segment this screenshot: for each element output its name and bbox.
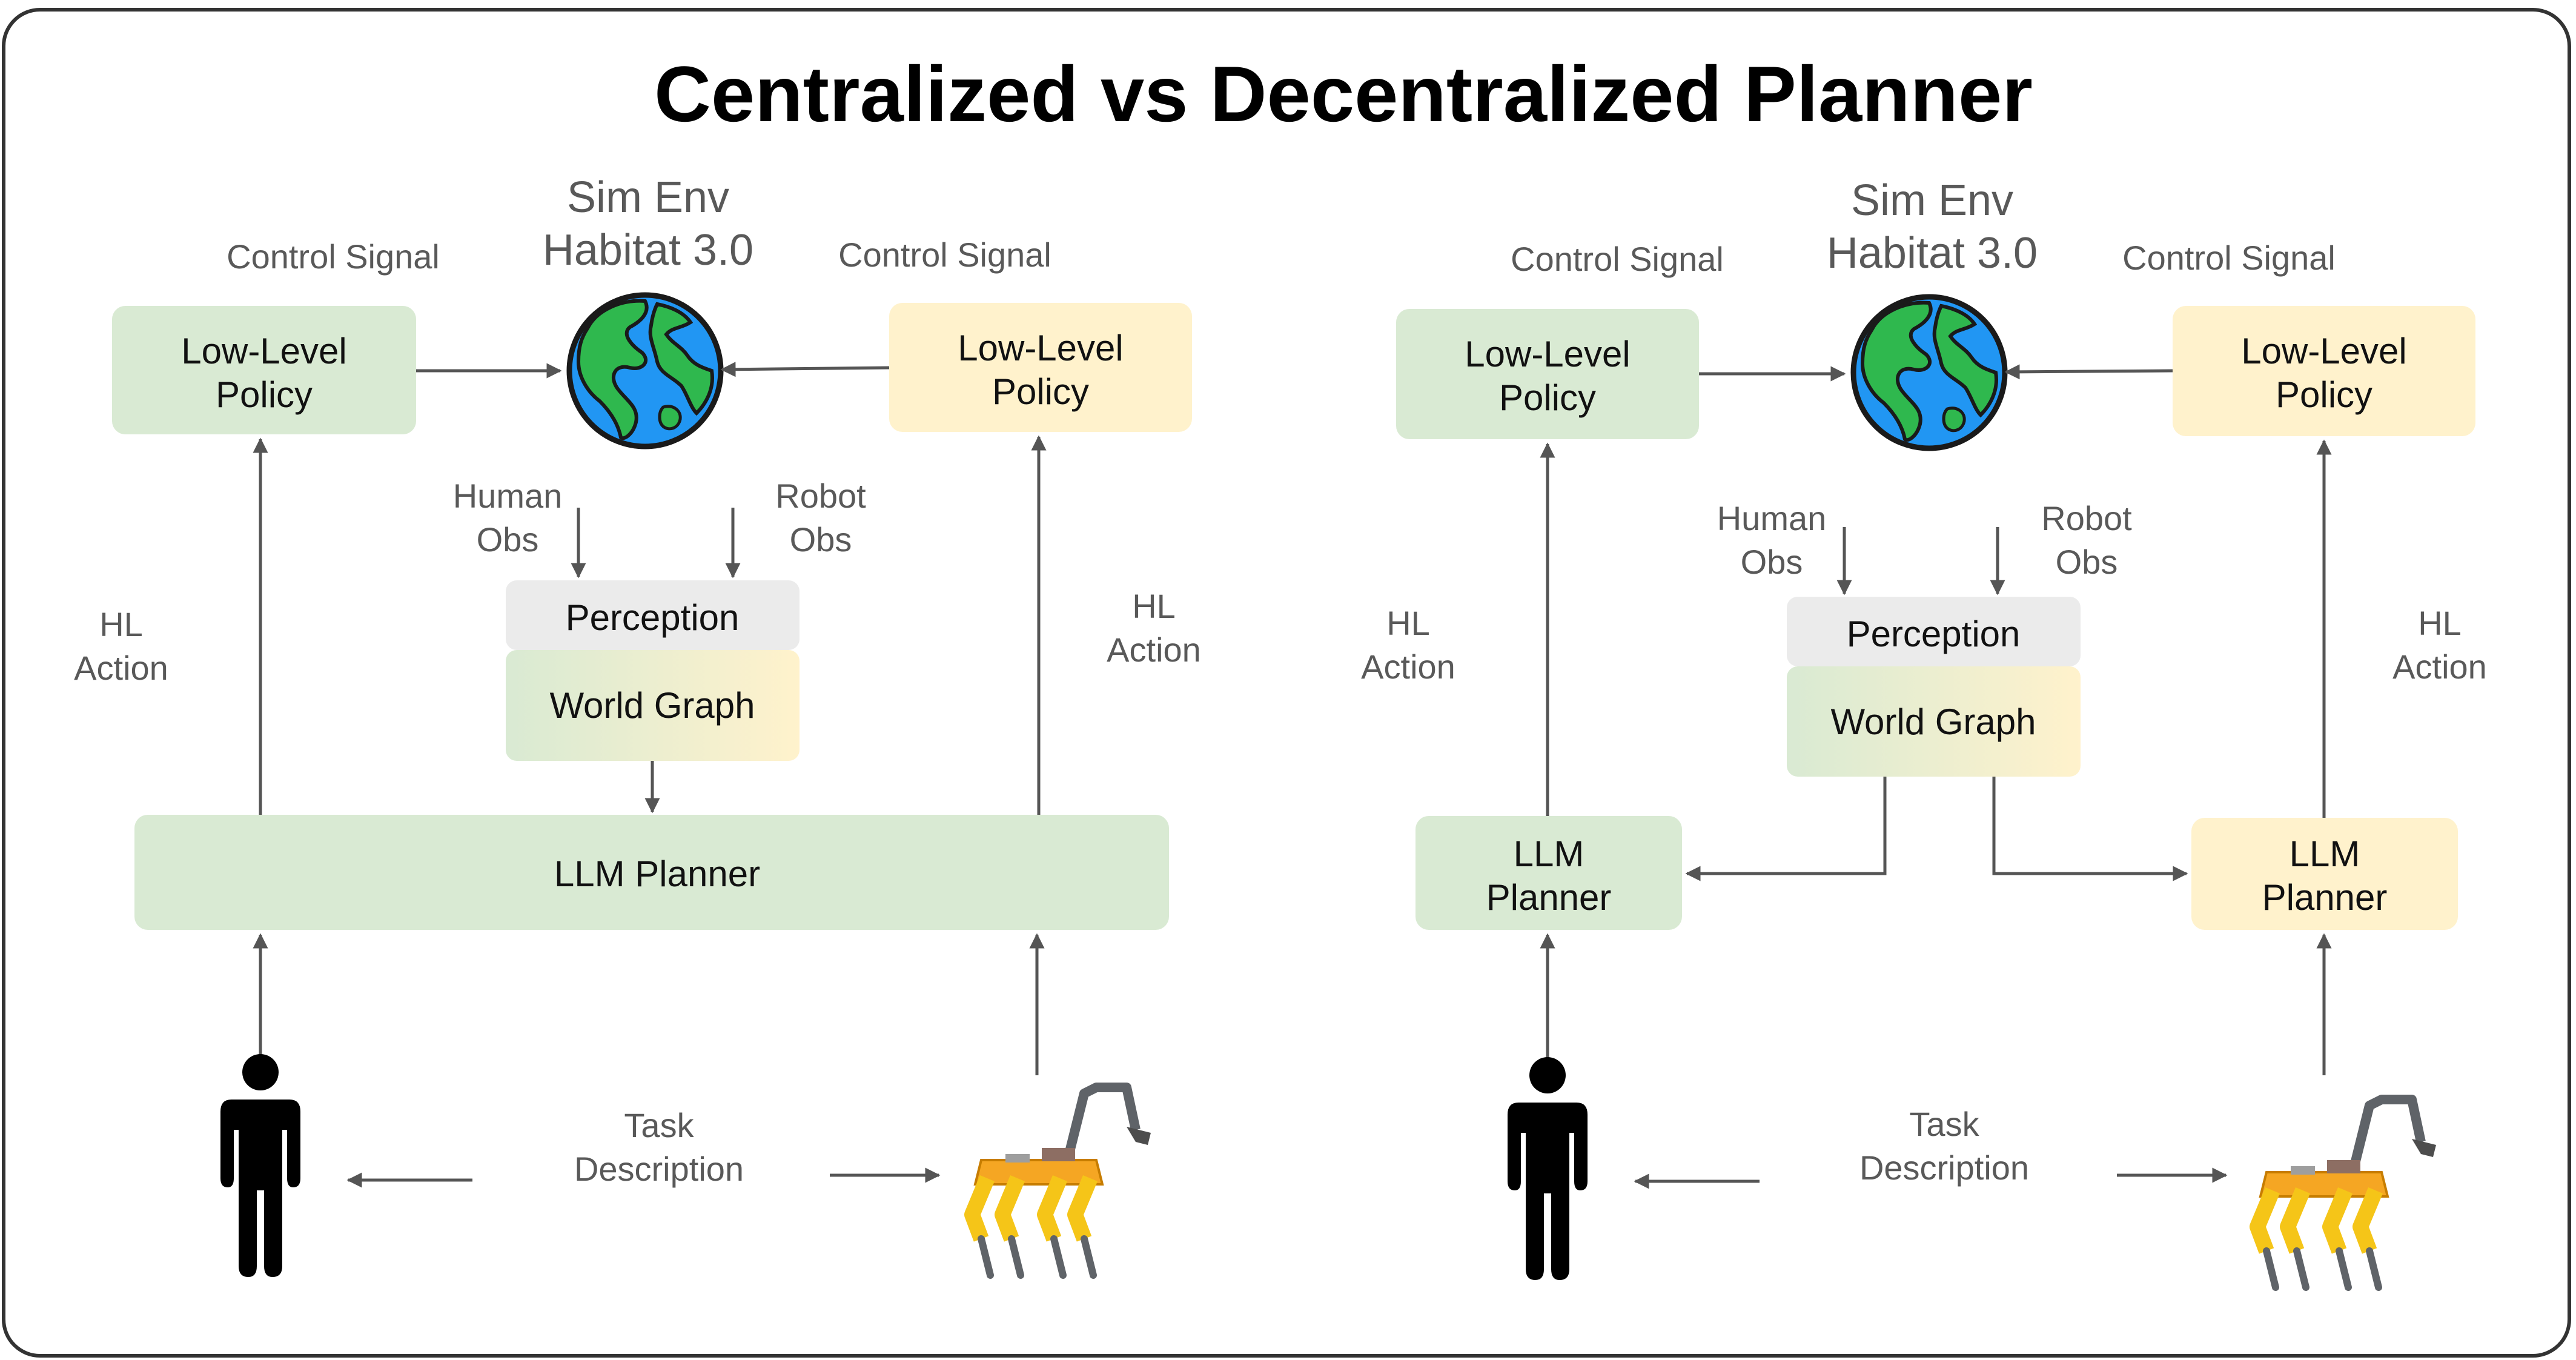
perception-box bbox=[506, 580, 800, 650]
control-signal-right: Control Signal bbox=[2122, 239, 2336, 277]
robot-obs-line2: Obs bbox=[2056, 543, 2118, 581]
task-description-line2: Description bbox=[1859, 1149, 2029, 1187]
env-label-line2: Habitat 3.0 bbox=[543, 226, 753, 274]
policy-human-line1: Low-Level bbox=[181, 331, 347, 371]
policy-human-line2: Policy bbox=[1499, 377, 1596, 418]
policy-robot-line1: Low-Level bbox=[958, 328, 1124, 368]
world-graph-box bbox=[506, 650, 800, 761]
hl-action-left-line2: Action bbox=[1361, 648, 1455, 686]
hl-action-right-line2: Action bbox=[1107, 631, 1201, 669]
policy-robot-line1: Low-Level bbox=[2241, 331, 2407, 371]
policy-robot-line2: Policy bbox=[2276, 374, 2372, 415]
control-signal-left: Control Signal bbox=[1511, 240, 1724, 278]
hl-action-left-line1: HL bbox=[1386, 604, 1430, 642]
arrow-policy-robot-to-env bbox=[720, 362, 890, 377]
planner-robot-line2: Planner bbox=[2262, 877, 2388, 918]
perception-label: Perception bbox=[1847, 614, 2021, 654]
robot-obs-line2: Obs bbox=[790, 520, 852, 559]
world-graph-label: World Graph bbox=[549, 685, 755, 726]
arrow-world-graph-to-planner-human bbox=[1685, 777, 1887, 881]
llm-planner-centralized bbox=[134, 815, 1169, 930]
perception-label: Perception bbox=[566, 597, 740, 638]
env-label-line1: Sim Env bbox=[567, 173, 729, 222]
llm-planner-human bbox=[1415, 816, 1682, 930]
arrow-world-graph-to-planner-robot bbox=[1992, 777, 2188, 881]
task-description-line1: Task bbox=[1909, 1105, 1979, 1143]
perception-box bbox=[1787, 597, 2081, 666]
low-level-policy-human bbox=[112, 306, 416, 434]
human-obs-line1: Human bbox=[453, 477, 563, 515]
env-label-line1: Sim Env bbox=[1851, 176, 2013, 225]
low-level-policy-human bbox=[1396, 309, 1699, 439]
robot-obs-line1: Robot bbox=[2041, 499, 2132, 537]
planner-robot-line1: LLM bbox=[2290, 834, 2360, 874]
planner-human-line2: Planner bbox=[1486, 877, 1612, 918]
outer-frame bbox=[2, 8, 2571, 1358]
hl-action-right-line1: HL bbox=[2418, 604, 2462, 642]
centralized-panel: Sim Env Habitat 3.0 Control Signal Contr… bbox=[74, 173, 1201, 1277]
task-description-line2: Description bbox=[574, 1150, 744, 1188]
decentralized-panel: Sim Env Habitat 3.0 Control Signal Contr… bbox=[1361, 176, 2487, 1287]
globe-icon bbox=[569, 295, 721, 446]
task-description-line1: Task bbox=[624, 1106, 694, 1144]
llm-planner-label: LLM Planner bbox=[554, 854, 760, 894]
hl-action-right-line1: HL bbox=[1132, 587, 1176, 625]
human-obs-line2: Obs bbox=[1741, 543, 1803, 581]
control-signal-right: Control Signal bbox=[838, 236, 1051, 274]
policy-robot-line2: Policy bbox=[992, 371, 1089, 412]
policy-human-line1: Low-Level bbox=[1465, 334, 1631, 374]
hl-action-left-line2: Action bbox=[74, 649, 168, 687]
world-graph-label: World Graph bbox=[1830, 702, 2036, 742]
hl-action-right-line2: Action bbox=[2392, 648, 2487, 686]
policy-human-line2: Policy bbox=[216, 374, 313, 415]
low-level-policy-robot bbox=[2173, 306, 2475, 436]
human-obs-line2: Obs bbox=[477, 520, 539, 559]
human-obs-line1: Human bbox=[1717, 499, 1827, 537]
robot-obs-line1: Robot bbox=[775, 477, 866, 515]
arrow-policy-robot-to-env bbox=[2004, 364, 2173, 380]
globe-icon bbox=[1853, 297, 2005, 448]
planner-human-line1: LLM bbox=[1514, 834, 1584, 874]
hl-action-left-line1: HL bbox=[99, 605, 143, 643]
control-signal-left: Control Signal bbox=[227, 237, 440, 276]
llm-planner-robot bbox=[2191, 818, 2458, 930]
env-label-line2: Habitat 3.0 bbox=[1827, 229, 2038, 277]
diagram-title: Centralized vs Decentralized Planner bbox=[654, 50, 2033, 138]
world-graph-box bbox=[1787, 666, 2081, 777]
low-level-policy-robot bbox=[889, 303, 1192, 432]
